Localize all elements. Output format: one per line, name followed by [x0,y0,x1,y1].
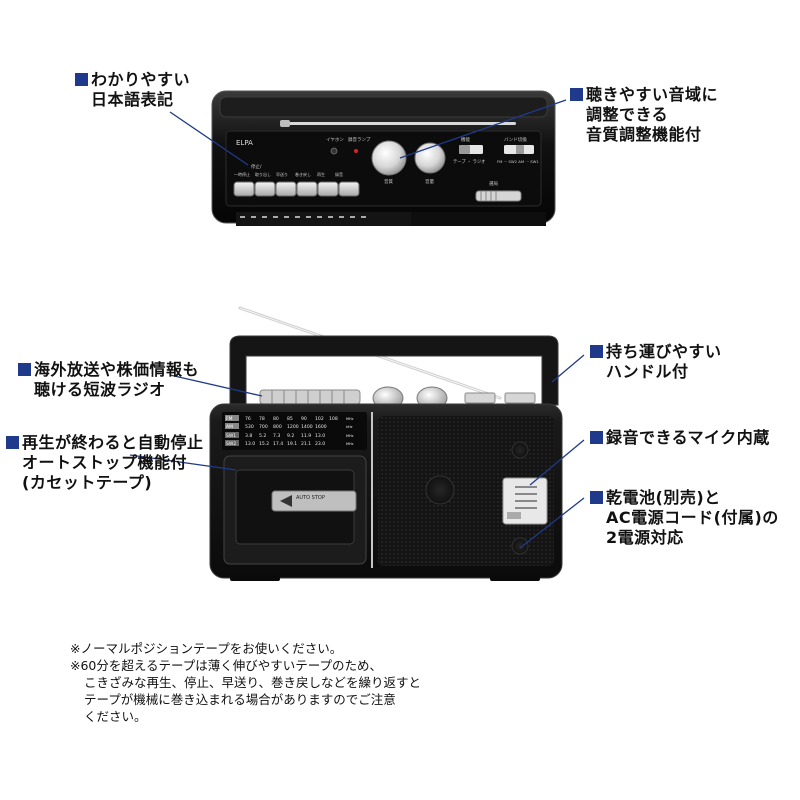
btn-label-eject: 取り出し [255,171,271,177]
dial-sw1-2: 7.3 [273,433,280,439]
notes: ※ノーマルポジションテープをお使いください。 ※60分を超えるテープは薄く伸びや… [70,640,421,725]
top-brand-label: ELPA [236,139,253,147]
caption-japanese-labels: わかりやすい 日本語表記 [75,70,190,110]
note-line-1: ※ノーマルポジションテープをお使いください。 [70,641,343,656]
caption-shortwave-line1: 海外放送や株価情報も [34,360,200,379]
top-view-photo: ELPA イヤホン 録音ランプ 音質 音量 機能 テープ ・ ラジオ バンド切換… [206,85,561,235]
dial-fm-6: 108 [329,416,338,422]
caption-handle: 持ち運びやすい ハンドル付 [590,342,722,382]
caption-auto-stop-line1: 再生が終わると自動停止 [22,433,204,452]
dial-sw2-4: 21.1 [301,441,311,447]
band-switch-label: バンド切換 [504,136,527,143]
front-view-photo: FM AM SW1 SW2 76 78 80 85 90 102 108 530… [200,300,570,590]
note-line-5: ください。 [84,709,147,724]
volume-label: 音量 [425,178,434,185]
bullet-square [590,491,603,504]
btn-label-pause: 一時停止 [234,171,250,177]
dial-sw1-0: 3.8 [245,433,252,439]
caption-tone-control-line1: 聴きやすい音域に [586,85,719,104]
caption-power: 乾電池(別売)と AC電源コード(付属)の 2電源対応 [590,488,779,548]
caption-tone-control-line3: 音質調整機能付 [586,125,702,144]
dial-fm-4: 90 [301,416,307,422]
dial-am-5: 1600 [315,424,327,430]
dial-am-4: 1400 [301,424,313,430]
btn-label-play: 再生 [317,171,325,177]
caption-microphone: 録音できるマイク内蔵 [590,428,770,448]
band-sw2: SW2 [226,441,236,447]
dial-sw1-1: 5.2 [259,433,266,439]
caption-microphone-line1: 録音できるマイク内蔵 [606,428,770,447]
tape-radio-label: テープ ・ ラジオ [453,159,485,165]
dial-sw2-1: 15.2 [259,441,269,447]
caption-auto-stop-line2: オートストップ機能付 [22,453,188,472]
bullet-square [75,73,88,86]
play-stop-label: 停止/ [251,163,262,170]
band-sw1: SW1 [226,433,236,439]
dial-sw1-3: 9.2 [287,433,294,439]
dial-sw2-2: 17.4 [273,441,283,447]
dial-fm-5: 102 [315,416,324,422]
dial-unit-fm: MHz [346,417,354,421]
dial-sw2-3: 19.1 [287,441,297,447]
dial-unit-am: kHz [346,425,353,429]
dial-am-0: 530 [245,424,254,430]
tuning-label: 選局 [489,180,498,187]
note-line-3: こきざみな再生、停止、早送り、巻き戻しなどを繰り返すと [84,675,422,690]
caption-tone-control-line2: 調整できる [586,105,669,124]
band-fm: FM [226,416,233,422]
caption-power-line2: AC電源コード(付属)の [606,508,779,527]
caption-shortwave: 海外放送や株価情報も 聴ける短波ラジオ [18,360,199,400]
dial-am-2: 800 [273,424,282,430]
note-line-4: テープが機械に巻き込まれる場合がありますのでご注意 [84,692,396,707]
btn-label-ff: 早送り [276,171,288,177]
caption-japanese-labels-line1: わかりやすい [91,70,191,89]
btn-label-rec: 録音 [335,171,343,177]
caption-power-line3: 2電源対応 [606,528,684,547]
dial-unit-sw1: MHz [346,434,354,438]
dial-sw2-0: 13.0 [245,441,255,447]
bullet-square [18,363,31,376]
dial-unit-sw2: MHz [346,442,354,446]
dial-fm-3: 85 [287,416,293,422]
bullet-square [6,436,19,449]
band-am: AM [226,424,233,430]
transport-buttons [233,181,360,197]
dial-sw1-4: 11.9 [301,433,311,439]
bullet-square [570,88,583,101]
bullet-square [590,431,603,444]
caption-handle-line2: ハンドル付 [606,362,689,381]
caption-shortwave-line2: 聴ける短波ラジオ [34,380,166,399]
btn-label-rew: 巻き戻し [295,171,311,177]
dial-fm-1: 78 [259,416,265,422]
caption-power-line1: 乾電池(別売)と [606,488,721,507]
caption-japanese-labels-line2: 日本語表記 [91,90,174,109]
band-names-label: FM ··· SW2 AM ··· SW1 [497,159,539,164]
caption-handle-line1: 持ち運びやすい [606,342,722,361]
record-lamp-label: 録音ランプ [348,136,371,143]
function-label: 機能 [461,136,470,143]
earphone-label: イヤホン [326,137,344,143]
caption-auto-stop: 再生が終わると自動停止 オートストップ機能付 (カセットテープ) [6,433,204,493]
note-line-2: ※60分を超えるテープは薄く伸びやすいテープのため、 [70,658,383,673]
tone-label: 音質 [384,178,393,185]
dial-fm-0: 76 [245,416,251,422]
dial-sw2-5: 23.0 [315,441,325,447]
bullet-square [590,345,603,358]
dial-sw1-5: 13.0 [315,433,325,439]
dial-am-1: 700 [259,424,268,430]
caption-auto-stop-line3: (カセットテープ) [22,473,153,492]
auto-stop-label: AUTO STOP [296,495,325,501]
dial-am-3: 1200 [287,424,299,430]
dial-fm-2: 80 [273,416,279,422]
caption-tone-control: 聴きやすい音域に 調整できる 音質調整機能付 [570,85,718,145]
